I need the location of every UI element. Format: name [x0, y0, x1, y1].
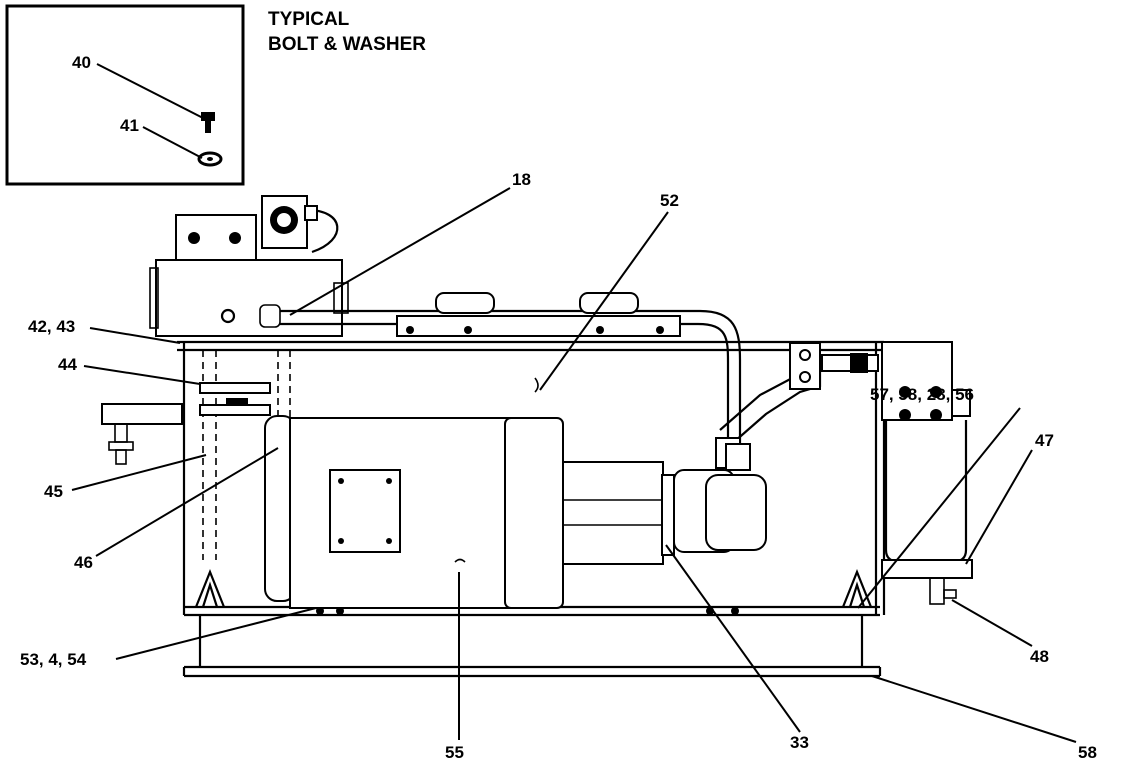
callout-45: 45	[44, 482, 63, 501]
callout-46: 46	[74, 553, 93, 572]
washer-icon	[197, 151, 223, 167]
bolt-icon	[201, 112, 215, 133]
mounting-brackets	[194, 569, 873, 615]
inset-frame	[5, 4, 245, 186]
callout-18: 18	[512, 170, 531, 189]
callout-55: 55	[445, 743, 464, 762]
callout-33: 33	[790, 733, 809, 752]
callout-47: 47	[1035, 431, 1054, 450]
inset-title-line2: BOLT & WASHER	[268, 34, 426, 55]
base-skid	[182, 615, 882, 678]
return-manifold	[789, 342, 879, 390]
left-drain-valve	[101, 403, 183, 465]
callout-52: 52	[660, 191, 679, 210]
callout-40: 40	[72, 53, 91, 72]
return-filter	[881, 341, 973, 605]
callout-57-58-28-56: 57, 58, 28, 56	[870, 385, 974, 404]
callout-41: 41	[120, 116, 139, 135]
callout-58: 58	[1078, 743, 1097, 762]
tank-cover	[396, 292, 681, 337]
callout-44: 44	[58, 355, 77, 374]
callout-53-4-54: 53, 4, 54	[20, 650, 87, 669]
main-assembly	[101, 195, 973, 678]
hydraulic-pump	[562, 370, 822, 565]
callout-48: 48	[1030, 647, 1049, 666]
inset-bolt-washer: TYPICAL BOLT & WASHER 40 41	[5, 4, 426, 186]
inset-title-line1: TYPICAL	[268, 9, 350, 30]
valve-manifold	[149, 195, 742, 462]
callouts: 18 52 42, 43 44 45 46 53, 4, 54 55 33 57…	[20, 170, 1097, 762]
electric-motor	[264, 415, 564, 609]
callout-42-43: 42, 43	[28, 317, 75, 336]
